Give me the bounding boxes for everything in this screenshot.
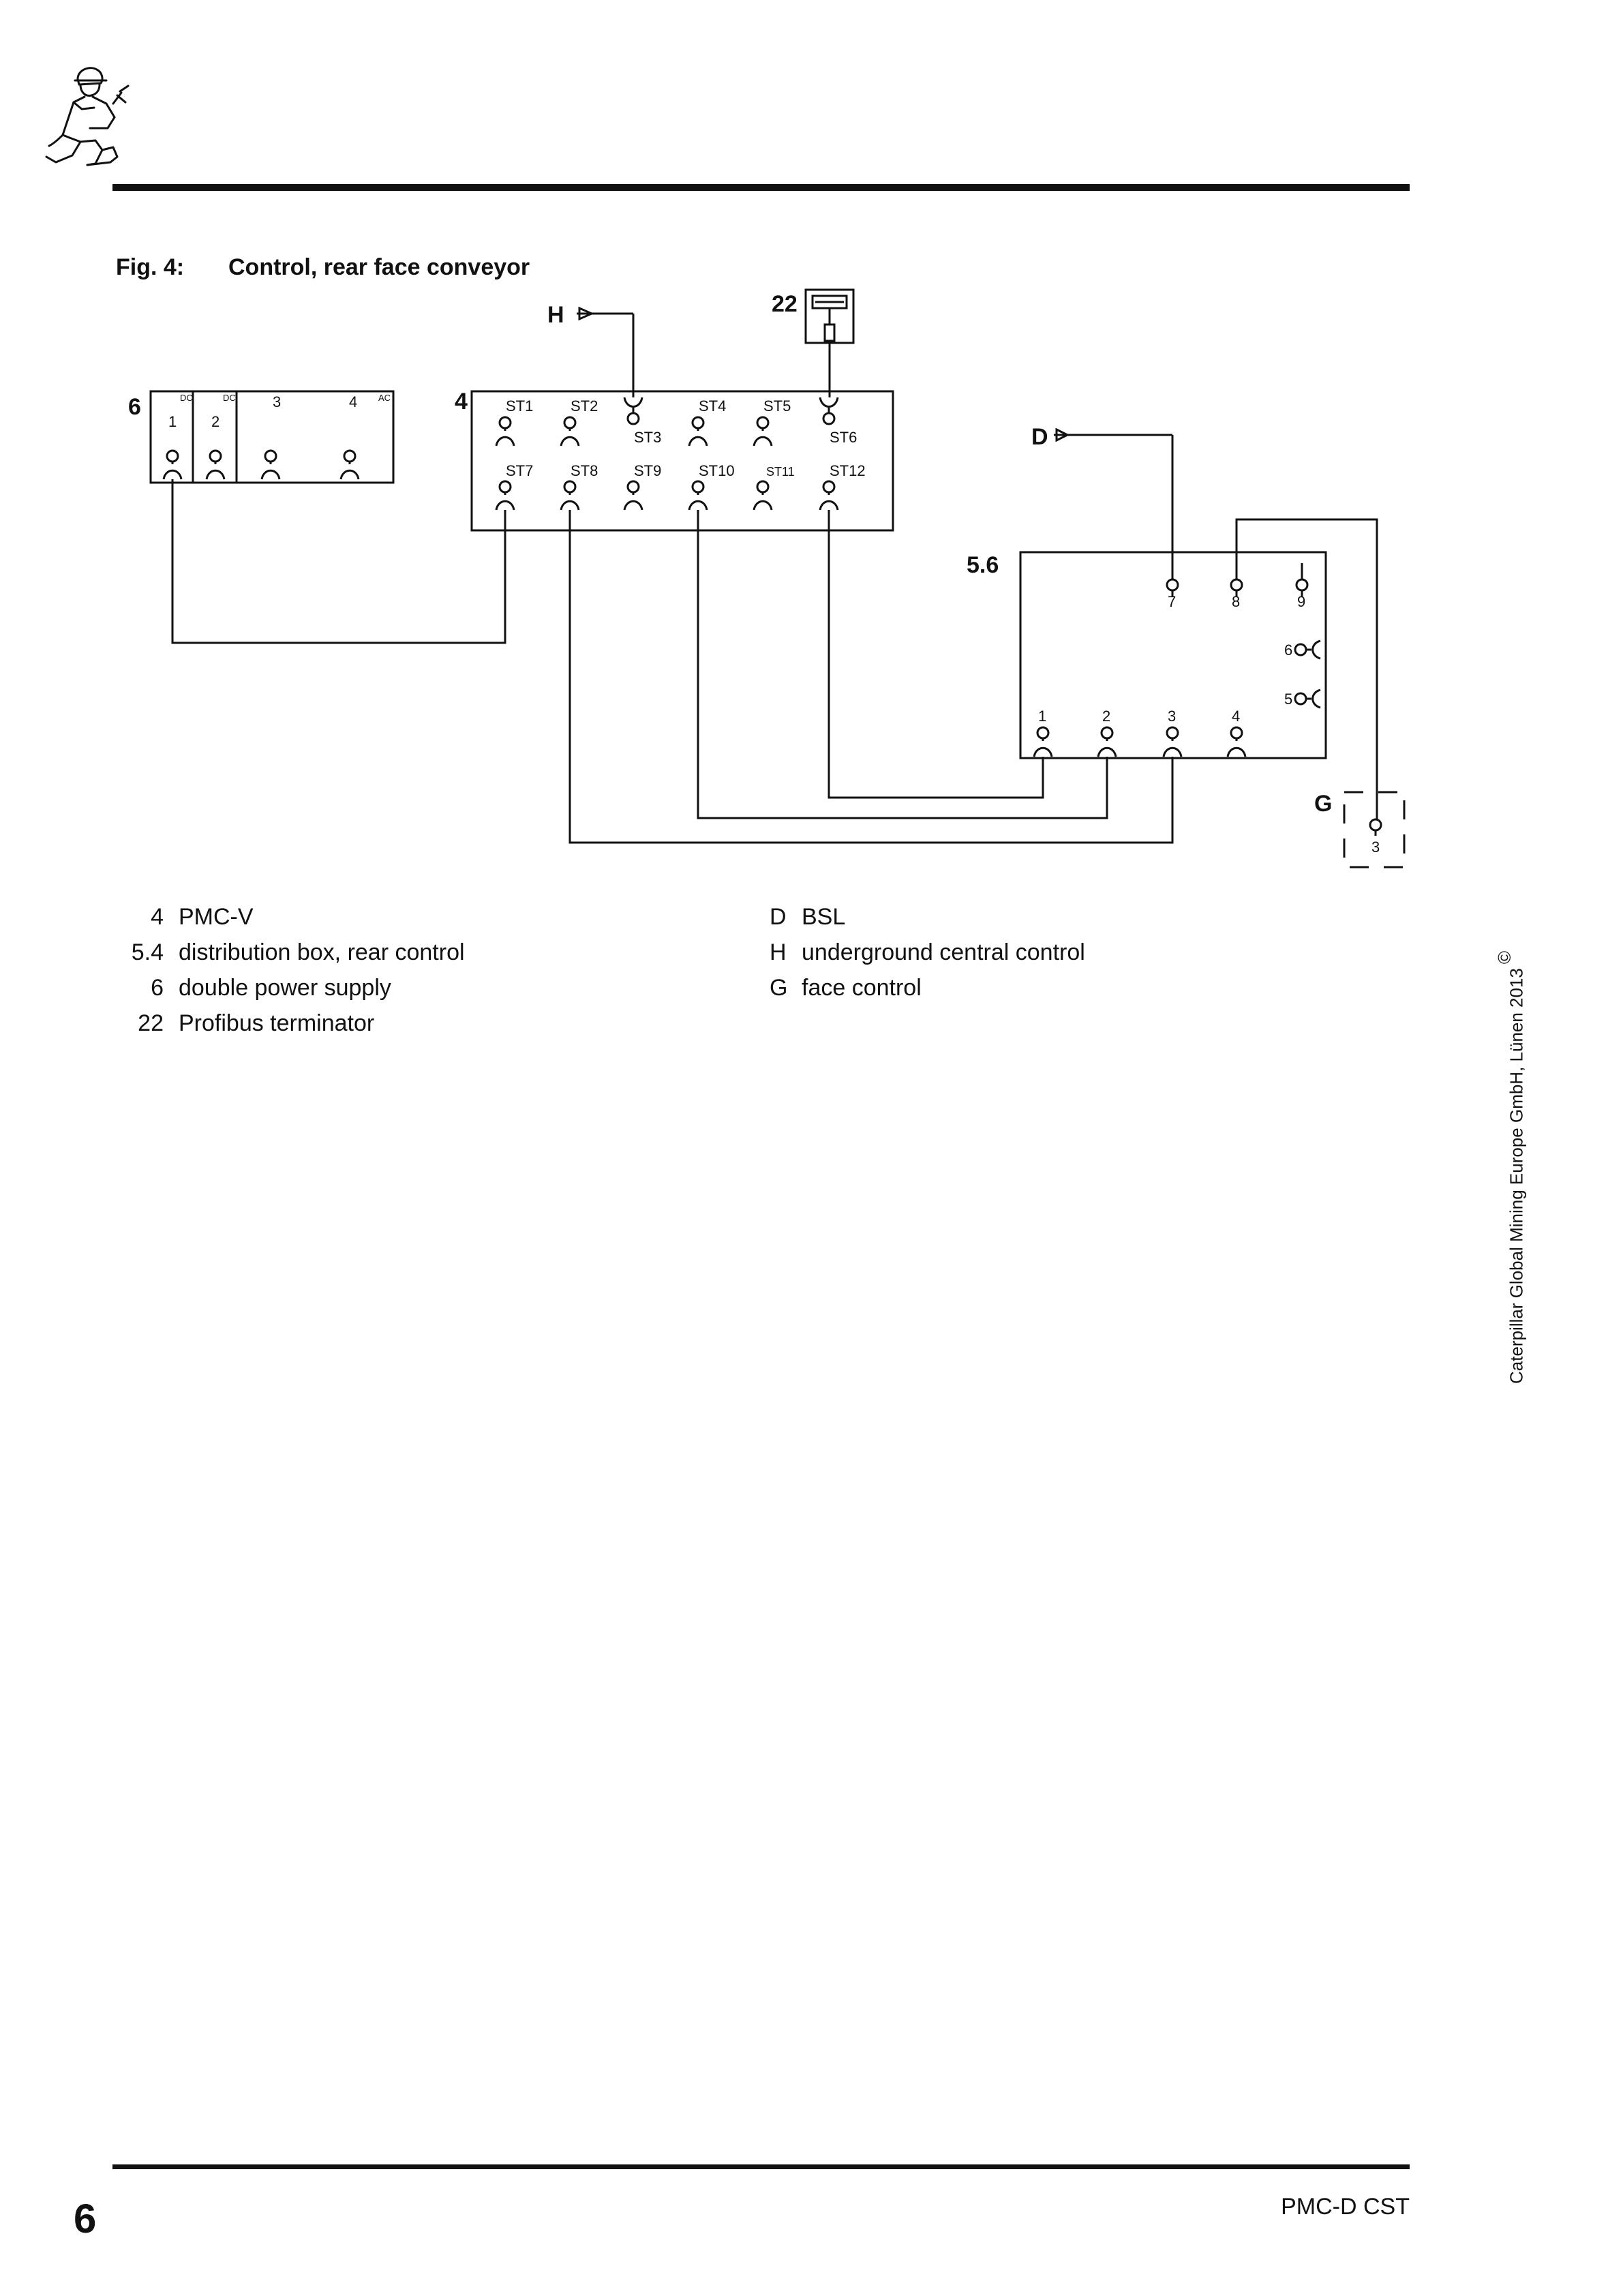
pmc-v-box — [470, 390, 894, 532]
ps-slot-4: 4 — [349, 393, 357, 410]
port-st8: ST8 — [571, 462, 598, 479]
ps-dc-2: DC — [223, 393, 236, 403]
pmc-v-top-sockets — [495, 397, 839, 447]
legend-text: face control — [802, 975, 922, 1001]
ps-ac: AC — [378, 393, 391, 403]
dist-pin-8: 8 — [1232, 593, 1240, 610]
wires — [171, 314, 1378, 844]
port-st5: ST5 — [763, 397, 791, 414]
ps-slot-2: 2 — [211, 413, 219, 430]
ps-slot-1: 1 — [168, 413, 177, 430]
face-control-pin-3: 3 — [1371, 839, 1380, 856]
port-st6: ST6 — [830, 429, 857, 446]
label-dist-box: 5.6 — [967, 552, 999, 578]
port-st1: ST1 — [506, 397, 533, 414]
profibus-terminator — [804, 288, 855, 344]
dist-pin-7: 7 — [1168, 593, 1176, 610]
port-st9: ST9 — [634, 462, 661, 479]
legend-text: PMC-V — [179, 904, 254, 930]
pmc-v-bottom-sockets — [495, 480, 839, 511]
dist-pin-3: 3 — [1168, 708, 1176, 725]
legend-text: distribution box, rear control — [179, 939, 465, 965]
document-name: PMC-D CST — [1281, 2194, 1410, 2220]
label-pmc-v: 4 — [455, 389, 468, 414]
dist-pin-6: 6 — [1284, 641, 1292, 659]
dist-box-side-pins — [1294, 639, 1321, 709]
copyright-text: Caterpillar Global Mining Europe GmbH, L… — [1506, 968, 1527, 1384]
page-number: 6 — [74, 2196, 97, 2241]
legend-text: BSL — [802, 904, 846, 930]
h-arrow — [577, 306, 633, 321]
label-h: H — [547, 302, 564, 328]
port-st4: ST4 — [699, 397, 726, 414]
ps-slot-3: 3 — [273, 393, 281, 410]
legend-num: G — [770, 975, 788, 1001]
label-d: D — [1031, 424, 1048, 450]
dist-pin-5: 5 — [1284, 691, 1292, 708]
port-st2: ST2 — [571, 397, 598, 414]
face-control-box — [1343, 791, 1406, 868]
d-arrow — [1054, 427, 1172, 442]
figure-number: Fig. 4: — [116, 254, 185, 280]
legend-num: 5.4 — [131, 939, 164, 965]
footer-rule — [112, 2164, 1410, 2169]
port-st3: ST3 — [634, 429, 661, 446]
label-power-supply: 6 — [128, 394, 141, 420]
legend-text: underground central control — [802, 939, 1085, 965]
dist-pin-1: 1 — [1038, 708, 1046, 725]
label-g: G — [1314, 791, 1332, 817]
dist-box-bottom-pins — [1033, 726, 1247, 757]
legend-num: D — [770, 904, 787, 930]
dist-pin-9: 9 — [1297, 593, 1305, 610]
copyright-notice: Caterpillar Global Mining Europe GmbH, L… — [1494, 951, 1527, 1384]
figure-title: Control, rear face conveyor — [228, 254, 530, 280]
port-st10: ST10 — [699, 462, 735, 479]
port-st12: ST12 — [830, 462, 866, 479]
copyright-symbol: © — [1494, 950, 1515, 965]
power-supply-box — [149, 390, 395, 484]
legend-num: H — [770, 939, 787, 965]
port-st7: ST7 — [506, 462, 533, 479]
port-st11: ST11 — [766, 465, 795, 479]
power-supply-sockets — [162, 449, 360, 480]
dist-pin-2: 2 — [1102, 708, 1110, 725]
header-rule — [112, 184, 1410, 191]
legend-num: 4 — [151, 904, 164, 930]
legend-text: double power supply — [179, 975, 391, 1001]
worker-icon — [45, 67, 130, 166]
label-terminator: 22 — [772, 291, 798, 317]
dist-pin-4: 4 — [1232, 708, 1240, 725]
ps-dc-1: DC — [180, 393, 193, 403]
legend-num: 6 — [151, 975, 164, 1001]
legend-num: 22 — [138, 1010, 164, 1036]
legend-text: Profibus terminator — [179, 1010, 375, 1036]
